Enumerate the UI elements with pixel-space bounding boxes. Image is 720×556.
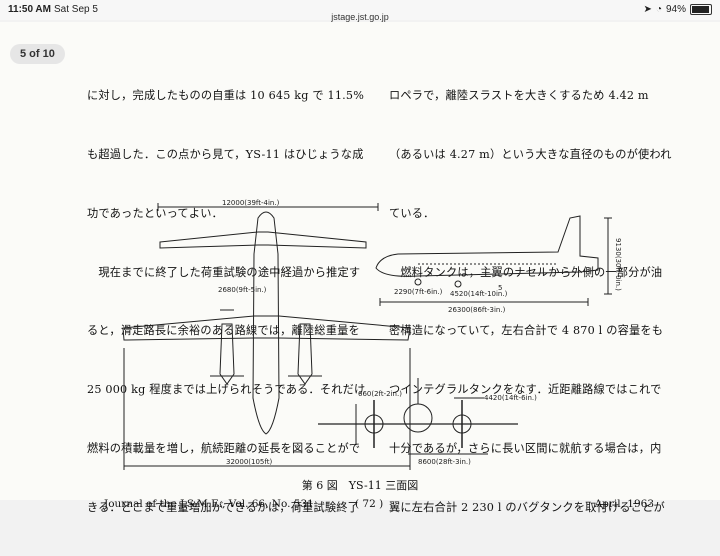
document-page[interactable]: に対し，完成したものの自重は 10 645 kg で 11.5% も超過した．こ… [0,22,720,514]
text-line: 25 000 kg 程度までは上げられそうである．それだけ [87,383,366,397]
text-line: 密構造になっていて，左右合計で 4 870 l の容量をも [389,324,664,338]
text-line: ている． [389,206,435,220]
text-line: （あるいは 4.27 m）という大きな直径のものが使われ [389,147,672,161]
location-icon: ➤ [643,4,652,15]
dim-b-label: 4520(14ft-10in.) [450,290,508,298]
status-bar: 11:50 AM Sat Sep 5 jstage.jst.go.jp ➤ ◔ … [0,0,720,22]
three-view-drawing: 12000(39ft-4in.) 2680(9ft-5in.) 32000(10… [122,199,622,470]
dim-span-label: 32000(105ft) [226,458,272,466]
text-line: 功であったといってよい． [87,206,223,220]
dim-top-label: 12000(39ft-4in.) [222,199,280,207]
text-line: に対し，完成したものの自重は 10 645 kg で 11.5% [87,89,365,103]
battery-fill [692,6,709,13]
right-column: ロペラで，離陸スラストを大きくするため 4.42 m （あるいは 4.27 m）… [389,47,672,556]
dim-a-label: 2290(7ft-6in.) [394,288,443,296]
status-indicators: ➤ ◔ 94% [644,4,712,15]
dim-length-label: 26300(86ft-3in.) [448,306,506,314]
battery-percent: 94% [665,4,686,15]
text-line: 十分であるが，さらに長い区間に就航する場合は，内 [389,441,662,455]
text-line: も超過した．この点から見て，YS-11 はひじょうな成 [87,147,364,161]
battery-icon [690,4,712,15]
text-line: つインテグラルタンクをなす．近距離路線ではこれで [389,383,662,397]
page-indicator: 5 of 10 [10,44,65,64]
dim-nacelle-label: 2680(9ft-5in.) [218,286,267,294]
text-line: 燃料の積載量を増し，航続距離の延長を図ることがで [87,441,361,455]
text-line: ると，滑走路長に余裕のある路線では，離陸総重量を [87,324,360,338]
text-line: 現在までに終了した荷重試験の途中経過から推定す [87,265,361,279]
figure-caption: 第 6 図 YS-11 三面図 [301,479,419,492]
dim-height-label: 9130(30ft-0in.) [614,238,622,291]
dim-track-label: 8600(28ft-3in.) [418,458,471,466]
url-label[interactable]: jstage.jst.go.jp [331,12,389,22]
dim-wheel-label: 660(2ft-2in.) [358,390,402,398]
dim-prop-label: 4420(14ft-6in.) [484,394,537,402]
dim-c-label: 5 [498,284,502,292]
date: Sat Sep 5 [54,4,98,15]
clock: 11:50 AM [8,4,51,15]
text-line: ロペラで，離陸スラストを大きくするため 4.42 m [389,89,649,103]
wifi-icon: ◔ [655,4,662,15]
